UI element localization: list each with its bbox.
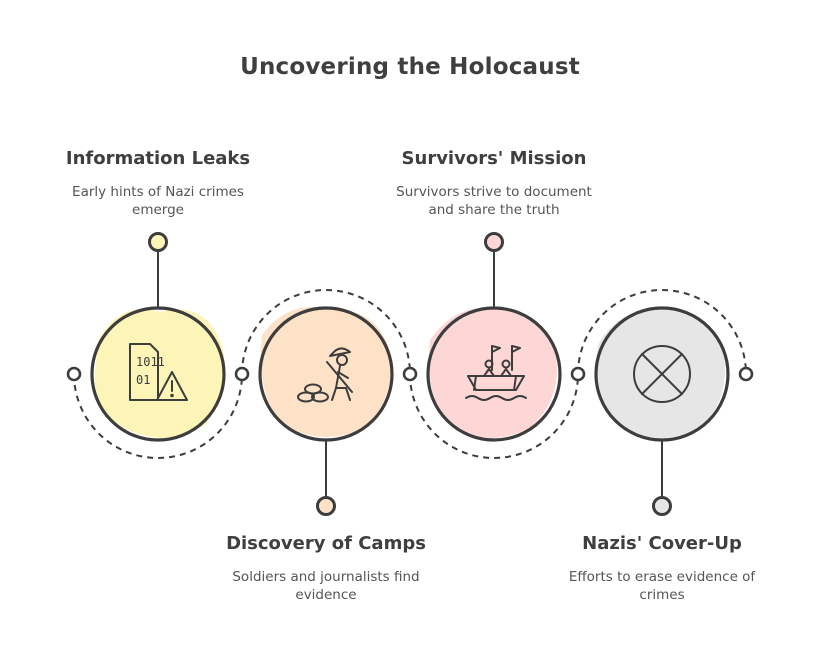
svg-text:01: 01 [136,373,150,387]
binary-file-warning-icon: 1011 01 [129,343,188,401]
junction-dot-3 [402,366,418,382]
stem-dot-3 [484,232,504,252]
step-fill-blobs [94,307,725,438]
junction-dot-4 [570,366,586,382]
soldier-sandbags-icon [297,347,353,403]
circle-x-icon [633,345,691,403]
junction-dot-2 [234,366,250,382]
boat-flags-people-icon [465,345,527,401]
arc-3-lower [409,373,579,459]
junction-dot-1 [66,366,82,382]
step-label-2: Discovery of Camps Soldiers and journali… [216,533,436,604]
step-label-4: Nazis' Cover-Up Efforts to erase evidenc… [552,533,772,604]
arc-2-upper [241,289,411,375]
junction-dot-5 [738,366,754,382]
step-label-3: Survivors' Mission Survivors strive to d… [384,148,604,219]
step-description-2: Soldiers and journalists find evidence [232,569,420,603]
step-heading-1: Information Leaks [65,148,251,169]
junction-dots [66,366,754,382]
stem-dot-2 [316,496,336,516]
step-description-4: Efforts to erase evidence of crimes [568,569,756,603]
stem-dot-4 [652,496,672,516]
step-label-1: Information Leaks Early hints of Nazi cr… [48,148,268,219]
diagram-title: Uncovering the Holocaust [240,54,580,80]
step-stems [157,250,663,498]
svg-text:1011: 1011 [136,355,165,369]
arc-4-upper [577,289,747,375]
arc-1-lower [73,373,243,459]
fill-blob-2 [260,307,391,437]
stem-dot-1 [148,232,168,252]
step-heading-2: Discovery of Camps [226,533,426,554]
step-description-1: Early hints of Nazi crimes emerge [72,184,244,218]
step-description-3: Survivors strive to document and share t… [396,184,592,218]
step-heading-3: Survivors' Mission [401,148,587,169]
stem-end-dots [148,232,672,516]
dashed-connector-arcs [73,289,747,459]
fill-blob-1 [94,309,225,438]
step-heading-4: Nazis' Cover-Up [582,533,742,554]
